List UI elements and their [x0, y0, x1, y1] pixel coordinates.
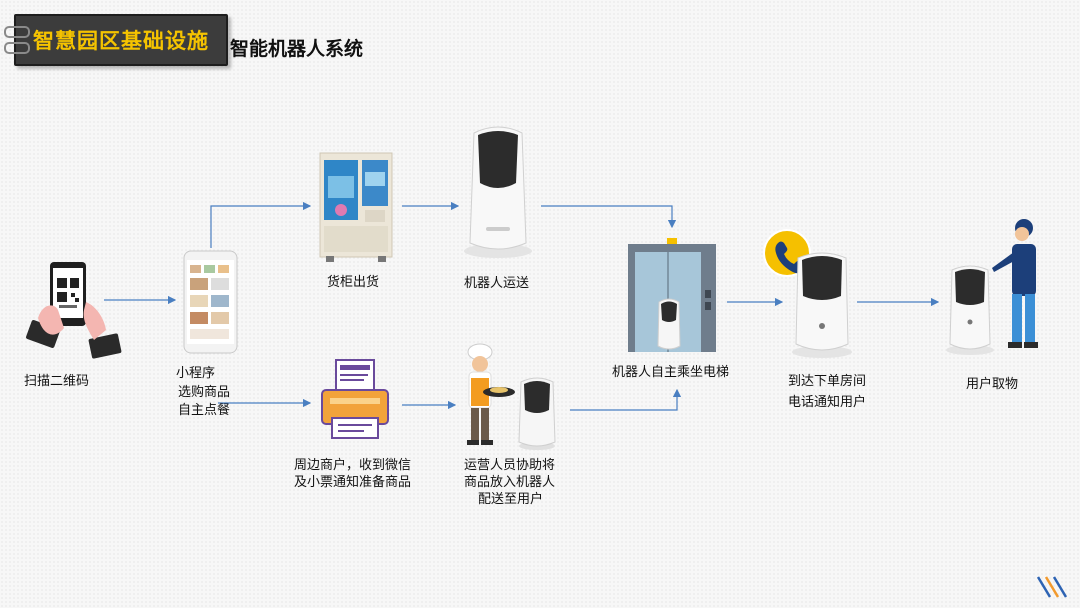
binder-ring: [4, 42, 30, 54]
step-label-miniapp-line3: 自主点餐: [178, 403, 231, 418]
vending-cabinet-icon: [319, 152, 393, 262]
step-label-arrive-line1: 到达下单房间: [788, 374, 867, 389]
step-label-pickup: 用户取物: [966, 377, 1019, 392]
brand-logo-icon: [1036, 576, 1068, 598]
page-subtitle: 智能机器人系统: [230, 38, 364, 60]
step-label-scan: 扫描二维码: [24, 374, 90, 389]
arrow-miniapp-to-cabinet: [210, 201, 312, 248]
step-label-elevator: 机器人自主乘坐电梯: [612, 365, 730, 380]
staff-with-robot-icon: [467, 343, 556, 450]
scan-qr-phone-icon: [26, 262, 122, 359]
badge-title: 智慧园区基础设施: [33, 29, 209, 53]
step-label-staff-line2: 商品放入机器人: [464, 475, 556, 490]
arrow-staff-to-elevator: [570, 388, 682, 411]
step-label-merchant-line1: 周边商户，收到微信: [294, 458, 412, 473]
binder-ring: [4, 26, 30, 38]
step-label-staff-line1: 运营人员协助将: [464, 458, 556, 473]
receipt-printer-icon: [321, 359, 389, 439]
delivery-robot-icon: [464, 126, 532, 258]
arrow-robot-to-elevator: [541, 205, 677, 229]
mini-program-phone-icon: [183, 250, 238, 354]
step-label-staff-line3: 配送至用户: [478, 492, 544, 507]
user-pickup-icon: [946, 219, 1038, 355]
step-label-miniapp-line2: 选购商品: [178, 385, 231, 400]
step-label-robot-delivery: 机器人运送: [464, 276, 530, 291]
step-label-cabinet: 货柜出货: [327, 275, 380, 290]
arrive-robot-icon: [763, 229, 852, 358]
step-label-merchant-line2: 及小票通知准备商品: [294, 475, 412, 490]
elevator-icon: [628, 238, 716, 352]
step-label-miniapp-line1: 小程序: [176, 366, 216, 381]
step-label-arrive-line2: 电话通知用户: [788, 395, 867, 410]
header-badge: 智慧园区基础设施: [4, 14, 228, 66]
